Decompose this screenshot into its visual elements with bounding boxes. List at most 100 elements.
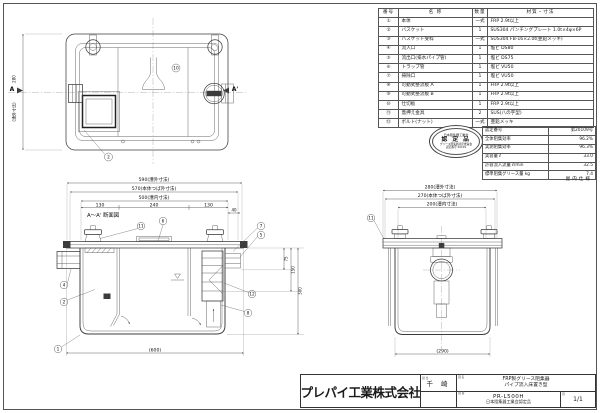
table-cell: 1: [472, 53, 488, 65]
dim-text: 130: [204, 202, 213, 208]
drawing-title-line1: FRP製グリース阻集器: [502, 377, 550, 383]
callout-number: 11: [368, 216, 374, 222]
callout-number: 2: [63, 300, 66, 306]
table-cell: SUS304 パンチングプレート 1.0t×4φ×6P: [487, 26, 594, 37]
drawing-number: PR-L500H: [492, 393, 525, 400]
table-cell: 1: [472, 90, 488, 101]
stamp-committee: グリース阻集器認定委員会: [439, 142, 473, 147]
dim-text: 590(漕外寸法): [139, 176, 170, 183]
dim-text: (600): [149, 348, 162, 354]
wing-bolt-icon: [391, 225, 409, 239]
performance-table-footer: 屋内仕様: [565, 177, 592, 182]
table-cell: 第20109号: [548, 126, 596, 136]
dim-text: 150: [291, 266, 296, 274]
wing-bolt-icon: [206, 225, 224, 242]
table-cell: 32.5: [548, 161, 596, 172]
col-header-spec: 材質・寸法: [487, 7, 594, 19]
table-cell: 7.4: [548, 170, 596, 181]
callout-circle: [104, 152, 113, 162]
col-header-number: 番号: [378, 7, 399, 19]
drawing-number-label: 図番: [458, 391, 466, 395]
callout-number: 5: [260, 233, 263, 239]
callout-number: 7: [260, 224, 263, 230]
plan-view: 10 2 A A' 280 (漕外寸法): [8, 18, 246, 164]
table-cell: ⑩: [378, 99, 399, 111]
table-cell: トラップ管: [398, 63, 473, 74]
trap-pipe-side: [430, 247, 453, 318]
callout-number: 10: [173, 66, 179, 72]
side-view: 280(漕外寸法) 270(本体つば外寸法) 200(漕内寸法): [366, 184, 503, 357]
table-cell: ③: [378, 35, 399, 46]
col-header-name: 名 称: [398, 7, 473, 19]
col-header-qty: 数量: [472, 7, 488, 19]
inlet-plan: [68, 84, 83, 103]
table-cell: 流入口: [398, 44, 473, 55]
table-cell: 2: [472, 109, 488, 120]
section-mark-a: A: [10, 86, 15, 93]
wing-bolt-icon: [84, 225, 102, 242]
dim-text: 500(漕内寸法): [139, 194, 170, 201]
certification-stamp-inner: 日本阻集器工業会 認 定 品 グリース阻集器認定委員会 認定番号 20109: [432, 128, 480, 155]
stamp-number: 認定番号 20109: [445, 145, 467, 150]
table-cell: SUS304 FB-16×2.0t(亜鉛メッキ): [487, 35, 594, 46]
table-row: 認定番号第20109号: [482, 126, 596, 136]
dim-text: 240: [150, 202, 159, 208]
company-logo: プレパイ工業株式会社: [300, 384, 422, 400]
table-cell: ⑦: [378, 72, 399, 83]
table-cell: 1: [472, 63, 488, 74]
stamp-certified: 認 定 品: [441, 137, 471, 144]
callout-number: 6: [162, 219, 165, 225]
dim-text: 570(本体つば外寸法): [132, 185, 177, 192]
section-mark-a-prime: A': [232, 86, 239, 93]
wing-bolt-icon: [480, 225, 498, 239]
table-cell: ⑫: [378, 118, 399, 129]
basket-plan: [78, 91, 120, 132]
plan-vertical-dim-note: (漕外寸法): [11, 102, 17, 122]
drawing-title-line2: パイプ流入床置き型: [504, 382, 548, 388]
table-cell: 本体: [398, 17, 473, 28]
table-cell: 96.3%: [548, 143, 596, 154]
table-cell: 認定番号: [482, 126, 549, 136]
dim-text: (290): [436, 349, 449, 355]
lid-bolt-icon: [207, 34, 223, 56]
table-cell: バスケット: [398, 26, 473, 37]
table-cell: 1: [472, 99, 488, 111]
table-cell: 掃除口: [398, 72, 473, 83]
certification-note: 日本阻集器工業会認定品: [485, 399, 532, 405]
table-cell: 一式: [472, 17, 488, 28]
trap-assembly-section: [201, 250, 241, 328]
title-block: プレパイ工業株式会社 担当 千 崎 図名 FRP製グリース阻集器 パイプ流入床置…: [300, 374, 596, 408]
table-cell: 一式: [472, 35, 488, 46]
table-cell: 1: [472, 26, 488, 37]
table-cell: 塩ビ VU50: [487, 72, 594, 83]
dim-text: 75: [284, 256, 289, 262]
callout-circle: [171, 63, 181, 73]
callout-number: 2: [107, 155, 110, 161]
person-label: 担当: [422, 375, 430, 380]
table-cell: 塩ビ DS80: [487, 44, 594, 55]
table-cell: FRP 2.9t以上: [487, 90, 594, 101]
callout-number: 12: [249, 292, 255, 298]
table-cell: バスケット受枠: [398, 35, 473, 46]
callout-number: 1: [57, 347, 60, 353]
table-cell: 全体阻集効率: [482, 134, 549, 145]
table-cell: ⑤: [378, 53, 399, 65]
dim-text: 270(本体つば外寸法): [418, 192, 463, 199]
dim-text: 280(漕外寸法): [425, 184, 456, 191]
dim-text: 200(漕内寸法): [427, 201, 458, 208]
certification-stamp: 日本阻集器工業会 認 定 品 グリース阻集器認定委員会 認定番号 20109: [429, 125, 483, 158]
table-cell: 実容量 ℓ: [482, 152, 549, 163]
